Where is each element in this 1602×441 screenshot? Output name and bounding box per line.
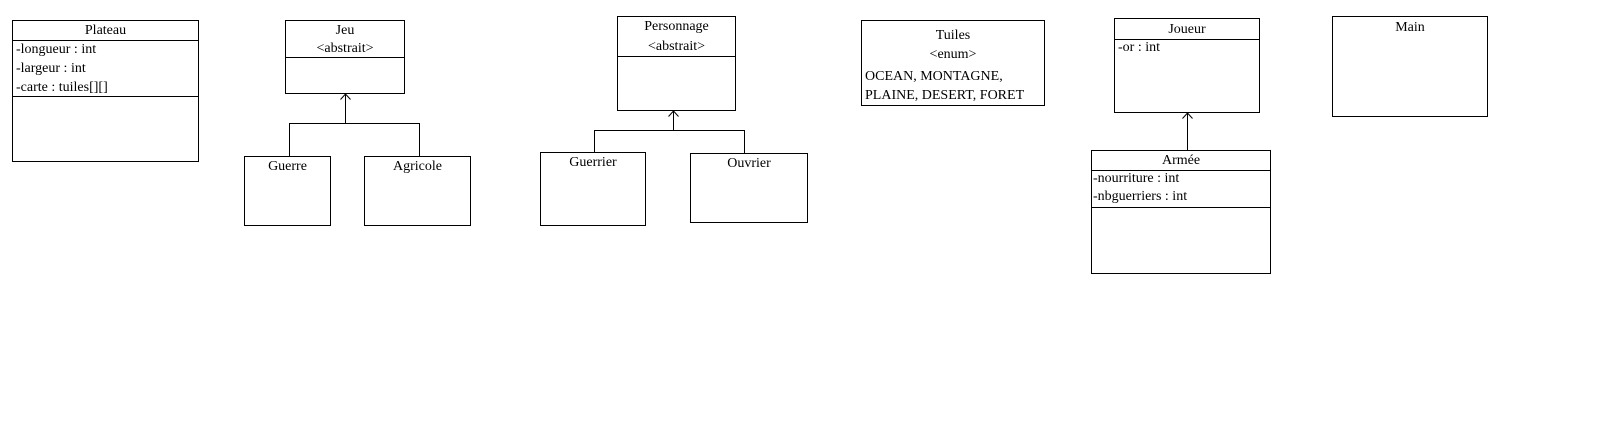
inheritance-line-guerre [289, 94, 346, 156]
class-plateau: Plateau -longueur : int -largeur : int -… [12, 20, 199, 162]
inheritance-arrowhead-joueur [1182, 112, 1193, 119]
class-armee-name: Armée [1161, 153, 1201, 168]
class-joueur-divider [1115, 39, 1259, 40]
class-plateau-attr-largeur: -largeur : int [16, 61, 86, 76]
inheritance-arrowhead-personnage [668, 110, 679, 117]
class-agricole: Agricole [364, 156, 471, 226]
class-joueur-attr-or: -or : int [1118, 40, 1160, 55]
class-plateau-name: Plateau [84, 23, 127, 38]
inheritance-personnage [594, 110, 745, 153]
class-jeu: Jeu <abstrait> [285, 20, 405, 94]
class-personnage-divider [618, 56, 735, 57]
class-personnage-name: Personnage [644, 19, 709, 34]
class-personnage: Personnage <abstrait> [617, 16, 736, 111]
class-ouvrier-name: Ouvrier [727, 156, 771, 171]
class-jeu-divider [286, 57, 404, 58]
class-guerre-name: Guerre [268, 159, 307, 174]
class-jeu-stereotype: <abstrait> [316, 41, 374, 56]
class-guerre: Guerre [244, 156, 331, 226]
class-agricole-name: Agricole [393, 159, 442, 174]
class-jeu-name: Jeu [335, 23, 355, 38]
inheritance-line-agricole [345, 123, 420, 156]
class-personnage-stereotype: <abstrait> [648, 39, 705, 54]
class-tuiles: Tuiles <enum> OCEAN, MONTAGNE, PLAINE, D… [861, 20, 1045, 106]
class-main: Main [1332, 16, 1488, 117]
class-plateau-attr-carte: -carte : tuiles[][] [16, 80, 108, 95]
class-tuiles-values-line-2: PLAINE, DESERT, FORET [865, 88, 1025, 103]
inheritance-jeu [289, 93, 420, 156]
inheritance-joueur [1182, 112, 1193, 150]
class-joueur: Joueur -or : int [1114, 18, 1260, 113]
class-armee-divider [1092, 170, 1270, 171]
class-tuiles-stereotype: <enum> [929, 47, 977, 62]
class-armee-attr-nourriture: -nourriture : int [1093, 171, 1180, 186]
class-main-name: Main [1395, 20, 1425, 35]
class-ouvrier: Ouvrier [690, 153, 808, 223]
class-tuiles-values-line-1: OCEAN, MONTAGNE, [865, 69, 1003, 84]
class-plateau-divider [13, 40, 198, 41]
class-guerrier-name: Guerrier [569, 155, 617, 170]
class-joueur-name: Joueur [1168, 22, 1206, 37]
class-tuiles-name: Tuiles [935, 28, 971, 43]
class-plateau-attr-longueur: -longueur : int [16, 42, 97, 57]
class-armee-attr-nbguerriers: -nbguerriers : int [1093, 189, 1188, 204]
class-guerrier: Guerrier [540, 152, 646, 226]
class-plateau-divider-2 [13, 96, 198, 97]
inheritance-line-ouvrier [673, 130, 745, 153]
inheritance-arrowhead-jeu [340, 93, 351, 100]
class-armee-divider-2 [1092, 207, 1270, 208]
inheritance-line-guerrier [594, 111, 674, 152]
class-armee: Armée -nourriture : int -nbguerriers : i… [1091, 150, 1271, 274]
